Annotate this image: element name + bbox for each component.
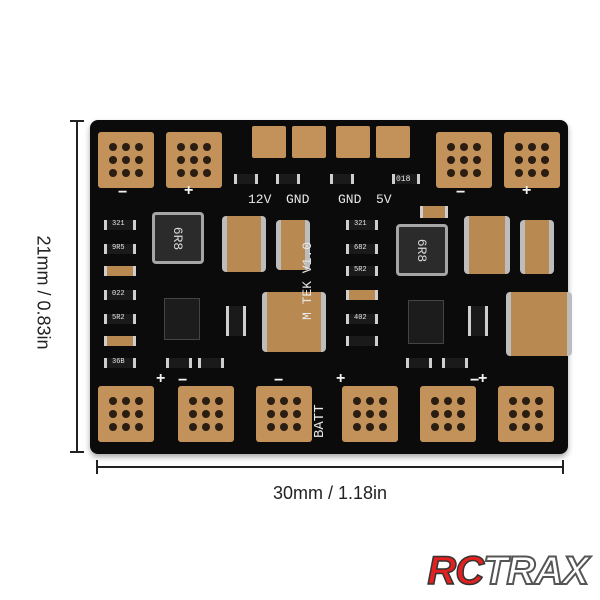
smd-resistor <box>346 266 378 276</box>
height-dimension-cap-top <box>70 120 84 122</box>
smd-resistor <box>104 290 136 300</box>
minus-mark: − <box>274 372 284 389</box>
output-pad <box>292 126 326 158</box>
batt-pad-positive <box>342 386 398 442</box>
smd-resistor <box>330 174 354 184</box>
resistor-code: 321 <box>354 220 367 228</box>
smd-resistor <box>468 306 488 336</box>
tantalum-capacitor <box>222 216 266 272</box>
smd-resistor <box>166 358 192 368</box>
smd-resistor <box>198 358 224 368</box>
bottom-pad-1 <box>98 386 154 442</box>
plus-mark: + <box>478 370 488 387</box>
label-gnd-left: GND <box>286 192 310 207</box>
smd-capacitor <box>104 336 136 346</box>
tantalum-capacitor <box>464 216 510 274</box>
resistor-code: 9R5 <box>112 244 125 252</box>
smd-resistor <box>104 358 136 368</box>
regulator-chip-right <box>408 300 444 344</box>
resistor-code: 36B <box>112 358 125 366</box>
label-5v: 5V <box>376 192 392 207</box>
logo-rc: RC <box>427 548 485 594</box>
resistor-code: 5R2 <box>354 266 367 274</box>
plus-mark: + <box>184 182 194 199</box>
plus-mark: + <box>522 182 532 199</box>
bottom-pad-3 <box>256 386 312 442</box>
board-model-label: M TEK V1.0 <box>300 241 315 320</box>
top-pad-4 <box>504 132 560 188</box>
smd-resistor <box>346 244 378 254</box>
top-pad-3 <box>436 132 492 188</box>
pcb-board: − + − + 018 12V GND GND 5V 321 9R5 022 5… <box>90 120 572 454</box>
bottom-pad-2 <box>178 386 234 442</box>
rctrax-logo: RCTRAX <box>427 548 590 594</box>
inductor-left: 6R8 <box>152 212 204 264</box>
smd-resistor <box>226 306 246 336</box>
minus-mark: − <box>178 372 188 389</box>
logo-trax: TRAX <box>482 548 590 594</box>
smd-resistor <box>104 314 136 324</box>
regulator-chip-left <box>164 298 200 340</box>
width-dimension-cap-right <box>562 460 564 474</box>
smd-resistor <box>104 220 136 230</box>
smd-resistor <box>406 358 432 368</box>
height-dimension-cap-bottom <box>70 451 84 453</box>
output-pad <box>336 126 370 158</box>
resistor-code: 402 <box>354 314 367 322</box>
smd-resistor <box>392 174 420 184</box>
inductor-code: 6R8 <box>170 226 186 250</box>
bottom-pad-6 <box>498 386 554 442</box>
smd-capacitor <box>420 206 448 218</box>
plus-mark: + <box>156 370 166 387</box>
top-pad-1 <box>98 132 154 188</box>
width-dimension-label: 30mm / 1.18in <box>272 483 388 503</box>
inductor-right: 6R8 <box>396 224 448 276</box>
tantalum-capacitor <box>276 220 310 270</box>
inductor-code: 6R8 <box>414 238 430 262</box>
smd-resistor <box>276 174 300 184</box>
tantalum-capacitor <box>520 220 554 274</box>
output-pad <box>252 126 286 158</box>
smd-capacitor <box>346 290 378 300</box>
minus-mark: − <box>118 184 128 201</box>
height-dimension-label: 21mm / 0.83in <box>33 235 54 350</box>
resistor-code: 022 <box>112 290 125 298</box>
tantalum-capacitor <box>506 292 572 356</box>
minus-mark: − <box>456 184 466 201</box>
smd-resistor <box>234 174 258 184</box>
bottom-pad-5 <box>420 386 476 442</box>
resistor-code: 682 <box>354 244 367 252</box>
resistor-code: 321 <box>112 220 125 228</box>
top-pad-2 <box>166 132 222 188</box>
smd-resistor <box>346 220 378 230</box>
batt-label: BATT <box>312 404 328 438</box>
smd-resistor <box>104 244 136 254</box>
smd-resistor <box>346 314 378 324</box>
smd-resistor <box>346 336 378 346</box>
output-pad <box>376 126 410 158</box>
smd-resistor <box>442 358 468 368</box>
width-dimension-cap-left <box>96 460 98 474</box>
resistor-code: 5R2 <box>112 314 125 322</box>
resistor-code: 018 <box>396 175 411 184</box>
label-gnd-right: GND <box>338 192 362 207</box>
tantalum-capacitor <box>262 292 326 352</box>
smd-capacitor <box>104 266 136 276</box>
height-dimension-line <box>76 120 78 453</box>
plus-mark: + <box>336 370 346 387</box>
label-12v: 12V <box>248 192 272 207</box>
width-dimension-line <box>96 466 564 468</box>
minus-mark: − <box>470 372 480 389</box>
